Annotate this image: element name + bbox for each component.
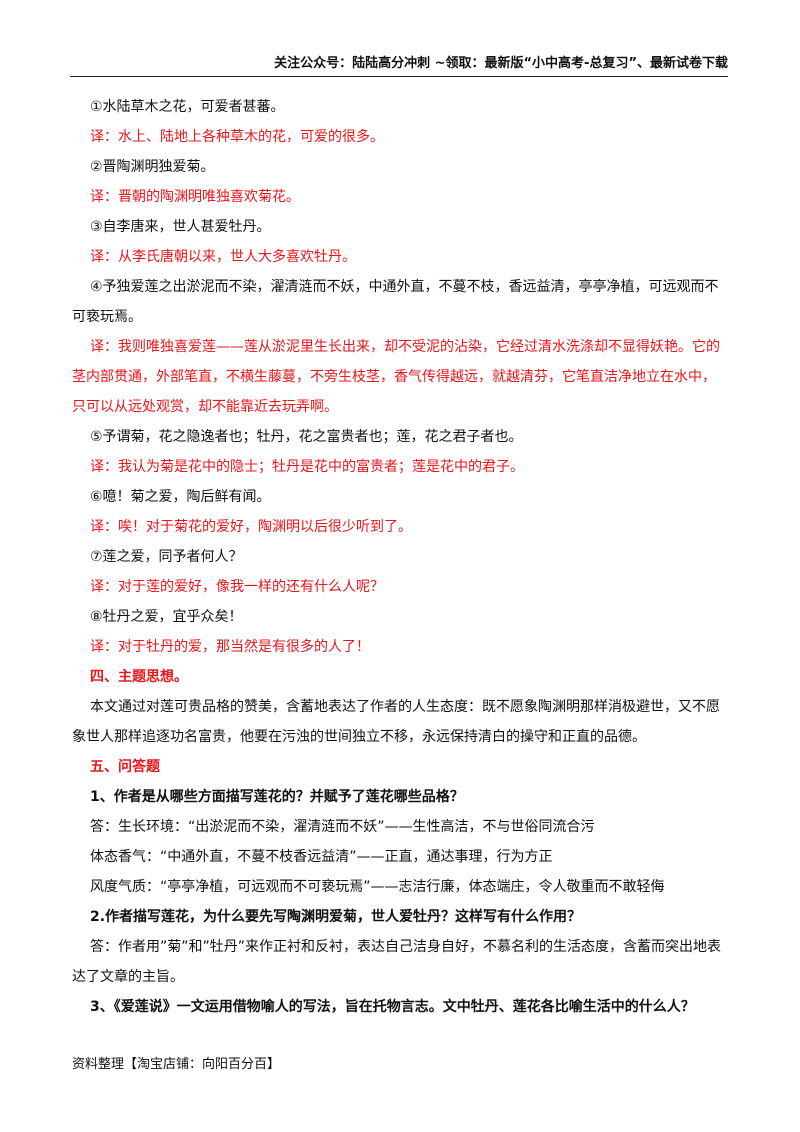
- answer-1-line-1: 答：生长环境：“出淤泥而不染，濯清涟而不妖”——生性高洁，不与世俗同流合污: [90, 819, 595, 835]
- translation-line-2: 译：晋朝的陶渊明唯独喜欢菊花。: [90, 189, 300, 205]
- original-line-8: ⑧牡丹之爱，宜乎众矣！: [90, 609, 243, 625]
- original-line-3: ③自李唐来，世人甚爱牡丹。: [90, 219, 271, 235]
- original-line-7: ⑦莲之爱，同予者何人？: [90, 549, 243, 565]
- answer-1-line-3: 风度气质：“亭亭净植，可远观而不可亵玩焉”——志洁行廉，体态端庄，令人敬重而不敢…: [90, 879, 665, 895]
- original-line-4: ④予独爱莲之出淤泥而不染，濯清涟而不妖，中通外直，不蔓不枝，香远益清，亭亭净植，…: [72, 279, 719, 325]
- original-line-2: ②晋陶渊明独爱菊。: [90, 159, 215, 175]
- translation-line-1: 译：水上、陆地上各种草木的花，可爱的很多。: [90, 129, 384, 145]
- document-content: ①水陆草木之花，可爱者甚蕃。 译：水上、陆地上各种草木的花，可爱的很多。 ②晋陶…: [72, 92, 728, 1022]
- answer-2: 答：作者用”菊”和”牡丹”来作正衬和反衬，表达自己洁身自好，不慕名利的生活态度，…: [72, 939, 722, 985]
- translation-line-4: 译：我则唯独喜爱莲——莲从淤泥里生长出来，却不受泥的沾染，它经过清水洗涤却不显得…: [72, 339, 720, 415]
- translation-line-6: 译：唉！对于菊花的爱好，陶渊明以后很少听到了。: [90, 519, 412, 535]
- question-2: 2.作者描写莲花，为什么要先写陶渊明爱菊，世人爱牡丹？这样写有什么作用？: [90, 909, 582, 925]
- question-1: 1、作者是从哪些方面描写莲花的？并赋予了莲花哪些品格？: [90, 789, 464, 805]
- original-line-1: ①水陆草木之花，可爱者甚蕃。: [90, 99, 285, 115]
- theme-heading: 四、主题思想。: [90, 669, 188, 685]
- translation-line-5: 译：我认为菊是花中的隐士；牡丹是花中的富贵者；莲是花中的君子。: [90, 459, 524, 475]
- page-header: 关注公众号：陆陆高分冲刺 ~领取：最新版“小中高考-总复习”、最新试卷下载: [70, 52, 728, 77]
- translation-line-8: 译：对于牡丹的爱，那当然是有很多的人了！: [90, 639, 370, 655]
- original-line-5: ⑤予谓菊，花之隐逸者也；牡丹，花之富贵者也；莲，花之君子者也。: [90, 429, 523, 445]
- page-footer: 资料整理【淘宝店铺：向阳百分百】: [72, 1057, 281, 1072]
- translation-line-3: 译：从李氏唐朝以来，世人大多喜欢牡丹。: [90, 249, 356, 265]
- original-line-6: ⑥噫！菊之爱，陶后鲜有闻。: [90, 489, 271, 505]
- question-3: 3、《爱莲说》一文运用借物喻人的写法，旨在托物言志。文中牡丹、莲花各比喻生活中的…: [90, 999, 695, 1015]
- theme-body: 本文通过对莲可贵品格的赞美，含蓄地表达了作者的人生态度：既不愿象陶渊明那样消极避…: [72, 699, 720, 745]
- answer-1-line-2: 体态香气：“中通外直，不蔓不枝香远益清”——正直，通达事理，行为方正: [90, 849, 553, 865]
- translation-line-7: 译：对于莲的爱好，像我一样的还有什么人呢？: [90, 579, 384, 595]
- qa-heading: 五、问答题: [90, 759, 160, 775]
